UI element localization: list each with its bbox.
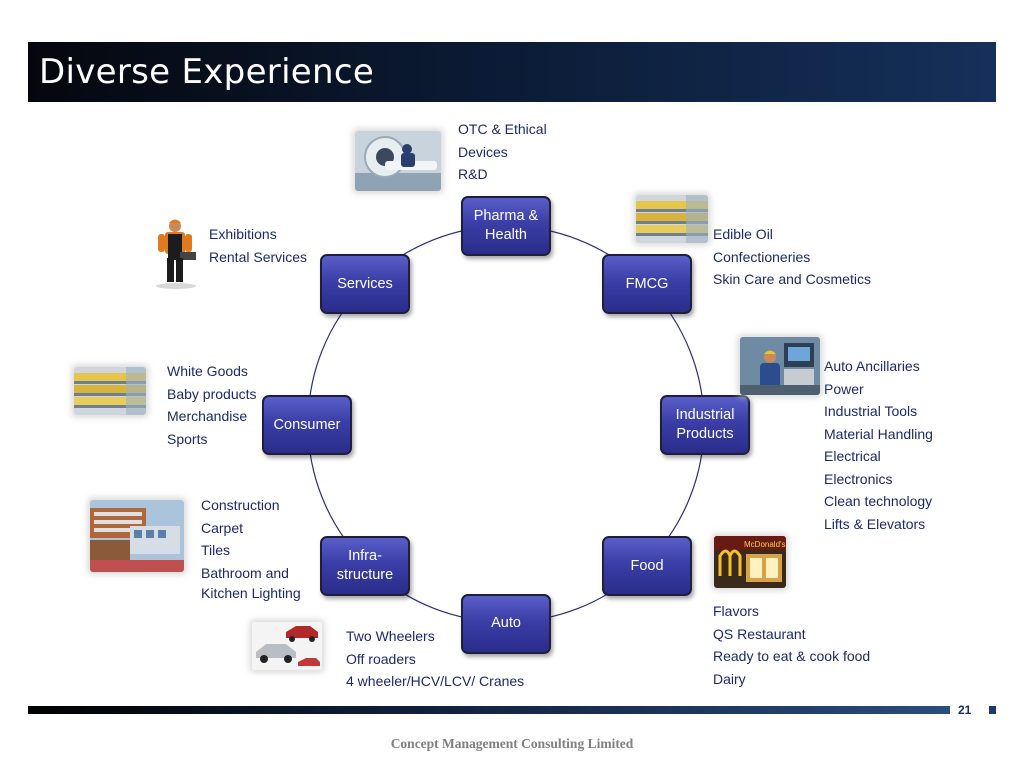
list-item: Ready to eat & cook food [713, 648, 871, 664]
photo-mcdonalds: McDonald's [714, 536, 786, 588]
mcdonalds-sign-text: McDonald's [744, 540, 786, 549]
list-item: Dairy [713, 670, 746, 687]
list-item: Material Handling [824, 425, 933, 442]
title-bar: Diverse Experience [28, 42, 996, 102]
list-item: Confectioneries [713, 248, 811, 265]
photo-industrial-worker [740, 337, 820, 395]
list-item: Edible Oil [713, 226, 773, 242]
node-industrial-products: Industrial Products [660, 395, 750, 455]
list-industrial: Auto Ancillaries Power Industrial Tools … [824, 355, 933, 535]
list-item: Exhibitions [209, 226, 277, 242]
list-item: Devices [458, 143, 508, 160]
list-item: Tiles [201, 542, 231, 558]
list-food: Flavors QS Restaurant Ready to eat & coo… [713, 600, 870, 690]
photo-retail-shelves-fmcg [636, 195, 708, 243]
list-item: Construction [201, 497, 280, 513]
list-item: Merchandise [167, 408, 248, 424]
list-item: Auto Ancillaries [824, 358, 920, 374]
list-item: Two Wheelers [346, 628, 435, 644]
list-item: Electronics [824, 470, 893, 487]
list-item: OTC & Ethical [458, 121, 547, 137]
photo-retail-shelves-consumer [74, 367, 146, 415]
node-food: Food [602, 536, 692, 596]
list-item: Clean technology [824, 493, 933, 509]
footer-bar [28, 706, 950, 714]
list-item: 4 wheeler/HCV/LCV/ Cranes [346, 673, 525, 689]
list-item: Kitchen Lighting [201, 585, 301, 601]
node-auto: Auto [461, 594, 551, 654]
photo-buildings [90, 500, 184, 572]
page-marker [989, 706, 996, 714]
list-item: Skin Care and Cosmetics [713, 271, 871, 287]
list-item: QS Restaurant [713, 625, 806, 642]
node-pharma-health: Pharma & Health [461, 196, 551, 256]
photo-vehicles [252, 622, 322, 670]
list-item: Industrial Tools [824, 403, 918, 419]
list-item: Sports [167, 430, 208, 447]
list-item: White Goods [167, 363, 248, 379]
page-number: 21 [958, 703, 972, 717]
list-item: Lifts & Elevators [824, 515, 926, 532]
list-item: Power [824, 380, 864, 397]
list-consumer: White Goods Baby products Merchandise Sp… [167, 360, 257, 450]
list-item: Bathroom and [201, 564, 289, 581]
list-item: R&D [458, 166, 488, 182]
node-services: Services [320, 254, 410, 314]
list-auto: Two Wheelers Off roaders 4 wheeler/HCV/L… [346, 625, 524, 693]
list-item: Off roaders [346, 650, 416, 667]
list-item: Rental Services [209, 248, 308, 265]
photo-worker [150, 218, 202, 290]
company-name: Concept Management Consulting Limited [390, 736, 634, 751]
list-pharma: OTC & Ethical Devices R&D [458, 118, 547, 186]
list-fmcg: Edible Oil Confectioneries Skin Care and… [713, 223, 871, 291]
node-fmcg: FMCG [602, 254, 692, 314]
list-item: Carpet [201, 519, 244, 536]
list-item: Electrical [824, 448, 881, 464]
node-infrastructure: Infra- structure [320, 536, 410, 596]
list-item: Baby products [167, 385, 257, 402]
list-services: Exhibitions Rental Services [209, 223, 307, 268]
list-infrastructure: Construction Carpet Tiles Bathroom and K… [201, 494, 301, 602]
node-consumer: Consumer [262, 395, 352, 455]
photo-medical-scanner [355, 131, 441, 191]
list-item: Flavors [713, 603, 759, 619]
slide-title: Diverse Experience [39, 52, 375, 92]
